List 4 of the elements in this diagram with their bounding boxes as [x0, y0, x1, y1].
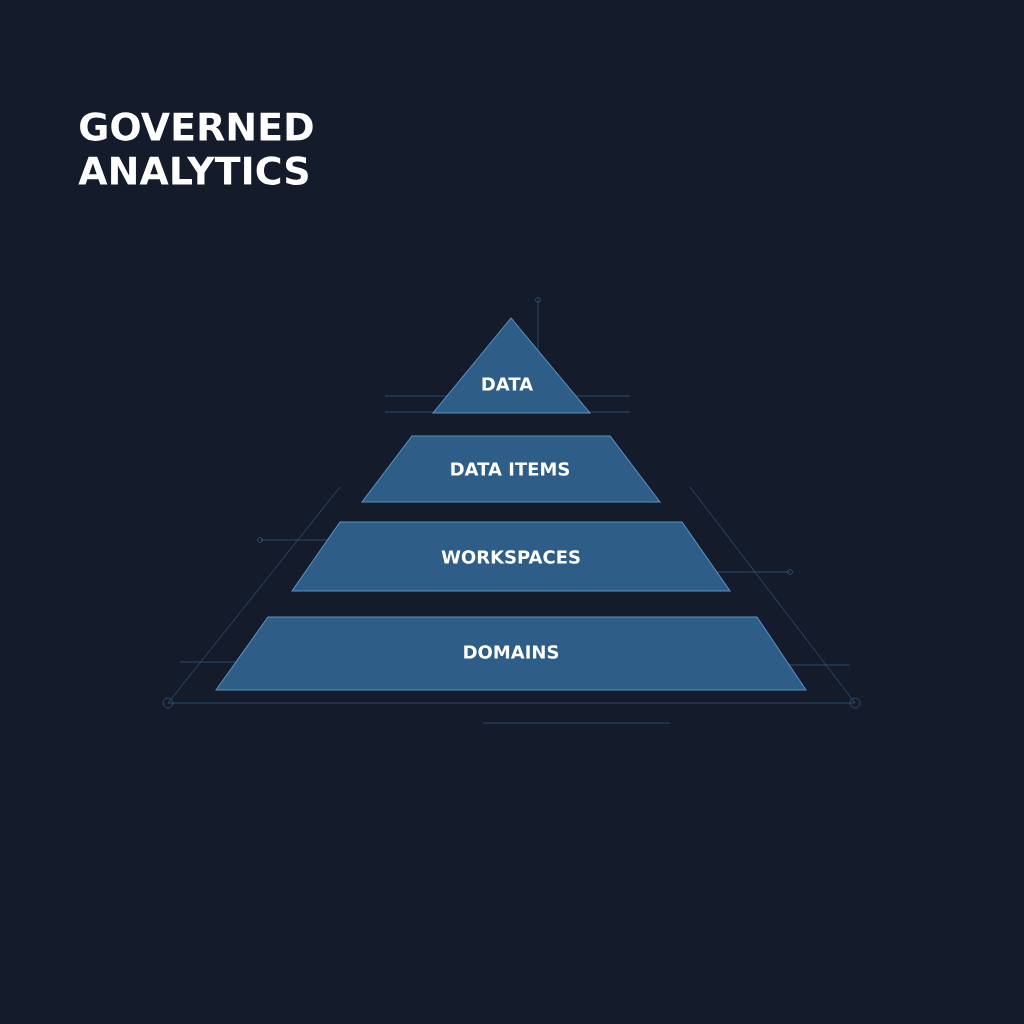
pyramid-tier: DOMAINS — [215, 616, 807, 691]
pyramid-top: DATA — [432, 317, 591, 414]
title: GOVERNED ANALYTICS — [78, 112, 313, 185]
pyramid-tier: DATA ITEMS — [361, 435, 661, 503]
